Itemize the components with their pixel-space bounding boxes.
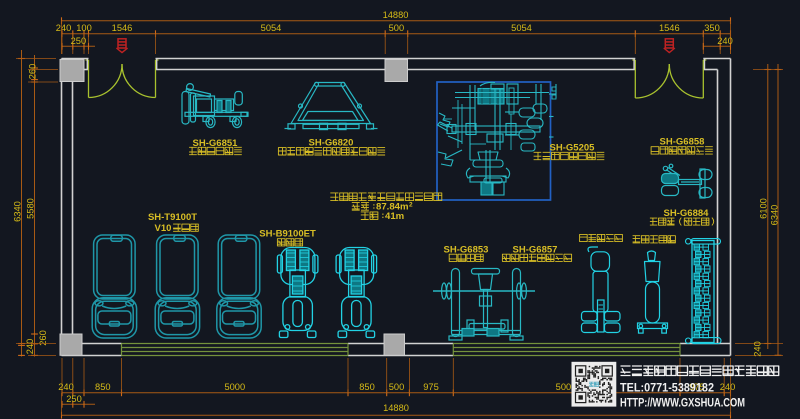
svg-text:250: 250 bbox=[66, 394, 82, 404]
svg-text:5000: 5000 bbox=[556, 382, 577, 392]
svg-text:240: 240 bbox=[56, 23, 72, 33]
svg-text:SH-G6851: SH-G6851 bbox=[193, 138, 239, 149]
svg-text:5054: 5054 bbox=[511, 23, 532, 33]
svg-text:6100: 6100 bbox=[758, 198, 768, 219]
svg-text:260: 260 bbox=[27, 64, 37, 80]
svg-text:1546: 1546 bbox=[112, 23, 133, 33]
svg-text:14880: 14880 bbox=[383, 10, 409, 20]
svg-text:850: 850 bbox=[95, 382, 111, 392]
svg-text:6340: 6340 bbox=[12, 201, 22, 222]
svg-text:975: 975 bbox=[423, 382, 439, 392]
svg-text:975: 975 bbox=[689, 382, 705, 392]
svg-text:260: 260 bbox=[38, 330, 48, 346]
svg-text:SH-T9100T: SH-T9100T bbox=[148, 212, 197, 223]
svg-text:240: 240 bbox=[753, 341, 763, 357]
svg-text:SH-B9100ET: SH-B9100ET bbox=[259, 229, 316, 240]
svg-text:5000: 5000 bbox=[224, 382, 245, 392]
svg-text:SH-G5205: SH-G5205 bbox=[550, 142, 596, 153]
svg-text:500: 500 bbox=[389, 23, 405, 33]
svg-text:SH-G6853: SH-G6853 bbox=[444, 244, 489, 255]
svg-text:41m: 41m bbox=[385, 211, 404, 222]
svg-text:HTTP://WWW.GXSHUA.COM: HTTP://WWW.GXSHUA.COM bbox=[620, 395, 745, 409]
svg-text:SH-G6858: SH-G6858 bbox=[660, 137, 705, 148]
svg-text:240: 240 bbox=[58, 382, 74, 392]
svg-text:SH-G6884: SH-G6884 bbox=[664, 208, 710, 219]
svg-text:350: 350 bbox=[704, 23, 720, 33]
svg-text:500: 500 bbox=[389, 382, 405, 392]
svg-text:6340: 6340 bbox=[769, 205, 779, 226]
svg-text:2: 2 bbox=[409, 202, 413, 209]
svg-text:100: 100 bbox=[76, 23, 92, 33]
svg-text:240: 240 bbox=[717, 36, 733, 46]
svg-text:240: 240 bbox=[720, 382, 736, 392]
svg-text:14880: 14880 bbox=[383, 403, 409, 413]
svg-text:TEL:0771-5389182: TEL:0771-5389182 bbox=[620, 380, 714, 394]
svg-text:250: 250 bbox=[71, 36, 87, 46]
svg-text:1546: 1546 bbox=[659, 23, 680, 33]
svg-text:SH-G6857: SH-G6857 bbox=[513, 244, 558, 255]
svg-text:SH-G6820: SH-G6820 bbox=[309, 138, 354, 149]
svg-text:850: 850 bbox=[359, 382, 375, 392]
svg-text:5054: 5054 bbox=[261, 23, 282, 33]
svg-text:240: 240 bbox=[25, 339, 35, 355]
svg-text:V10: V10 bbox=[155, 223, 172, 234]
svg-text:5580: 5580 bbox=[25, 198, 35, 219]
svg-text:87.84m: 87.84m bbox=[376, 202, 409, 213]
